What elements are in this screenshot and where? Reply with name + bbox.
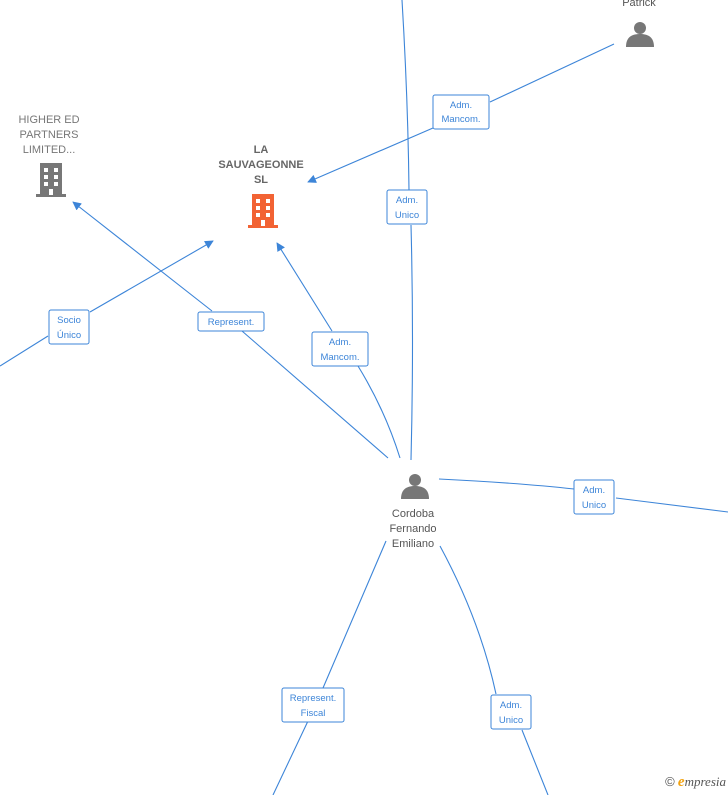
edge-label-text: Socio [57, 315, 81, 326]
edge-line-cordoba-to-bottom-right[interactable] [439, 545, 549, 795]
edge-label-e8[interactable]: Adm. Unico [490, 694, 532, 730]
edge-label-text: Unico [582, 500, 606, 511]
edge-label-text: Mancom. [441, 114, 480, 125]
node-label: Fernando [389, 523, 436, 535]
edge-label-text: Adm. [500, 700, 522, 711]
edge-line-left-to-la-sauvageonne[interactable] [0, 241, 213, 367]
edge-line-cordoba-to-la-sauvageonne[interactable] [277, 243, 401, 459]
node-label: LIMITED... [23, 144, 76, 156]
edge-line-top-to-cordoba[interactable] [401, 0, 414, 461]
building-icon [36, 163, 66, 197]
edge-label-text: Represent. [290, 693, 336, 704]
edge-label-e4[interactable]: Represent. [197, 311, 265, 332]
copyright-icon: © [665, 774, 675, 789]
edge-line-cordoba-to-bottom-left[interactable] [272, 540, 387, 795]
node-label: Patrick [622, 0, 656, 9]
edge-label-e3[interactable]: Socio Único [48, 309, 90, 345]
edge-line-cordoba-to-higher-ed[interactable] [73, 202, 389, 459]
edge-label-text: Fiscal [301, 708, 326, 719]
edge-label-text: Unico [499, 715, 523, 726]
node-label: Emiliano [392, 538, 434, 550]
edge-label-e1[interactable]: Adm. Mancom. [432, 94, 490, 130]
node-label: SL [254, 174, 268, 186]
node-label: SAUVAGEONNE [218, 159, 303, 171]
empresia-watermark: © empresia [665, 774, 726, 791]
edge-label-text: Adm. [583, 485, 605, 496]
edge-label-text: Represent. [208, 317, 254, 328]
edge-labels: Adm. Mancom. Adm. Unico Socio Único Repr… [48, 94, 615, 730]
brand-name: mpresia [684, 774, 726, 789]
edge-label-e6[interactable]: Adm. Unico [573, 479, 615, 515]
edge-line-patrick-to-la-sauvageonne[interactable] [308, 43, 615, 182]
node-label: HIGHER ED [18, 114, 79, 126]
node-higher-ed-partners[interactable]: HIGHER ED PARTNERS LIMITED... [18, 114, 80, 197]
edge-label-e5[interactable]: Adm. Mancom. [311, 331, 369, 367]
node-la-sauvageonne[interactable]: LA SAUVAGEONNE SL [218, 144, 304, 228]
node-patrick[interactable]: Patrick [622, 0, 656, 47]
edge-label-text: Adm. [396, 195, 418, 206]
edge-label-text: Adm. [450, 100, 472, 111]
person-icon [401, 474, 429, 499]
edge-label-text: Mancom. [320, 352, 359, 363]
node-label: PARTNERS [20, 129, 79, 141]
edge-label-e7[interactable]: Represent. Fiscal [281, 687, 345, 723]
node-cordoba-fernando-emiliano[interactable]: Cordoba Fernando Emiliano [389, 474, 437, 550]
node-label: Cordoba [392, 508, 435, 520]
person-icon [626, 22, 654, 47]
edge-label-text: Adm. [329, 337, 351, 348]
edge-label-text: Unico [395, 210, 419, 221]
node-label: LA [254, 144, 269, 156]
edge-label-text: Único [57, 330, 81, 341]
edge-label-e2[interactable]: Adm. Unico [386, 189, 428, 225]
building-icon [248, 194, 278, 228]
edge-line-cordoba-to-right[interactable] [438, 478, 728, 513]
brand-initial: e [677, 774, 685, 790]
